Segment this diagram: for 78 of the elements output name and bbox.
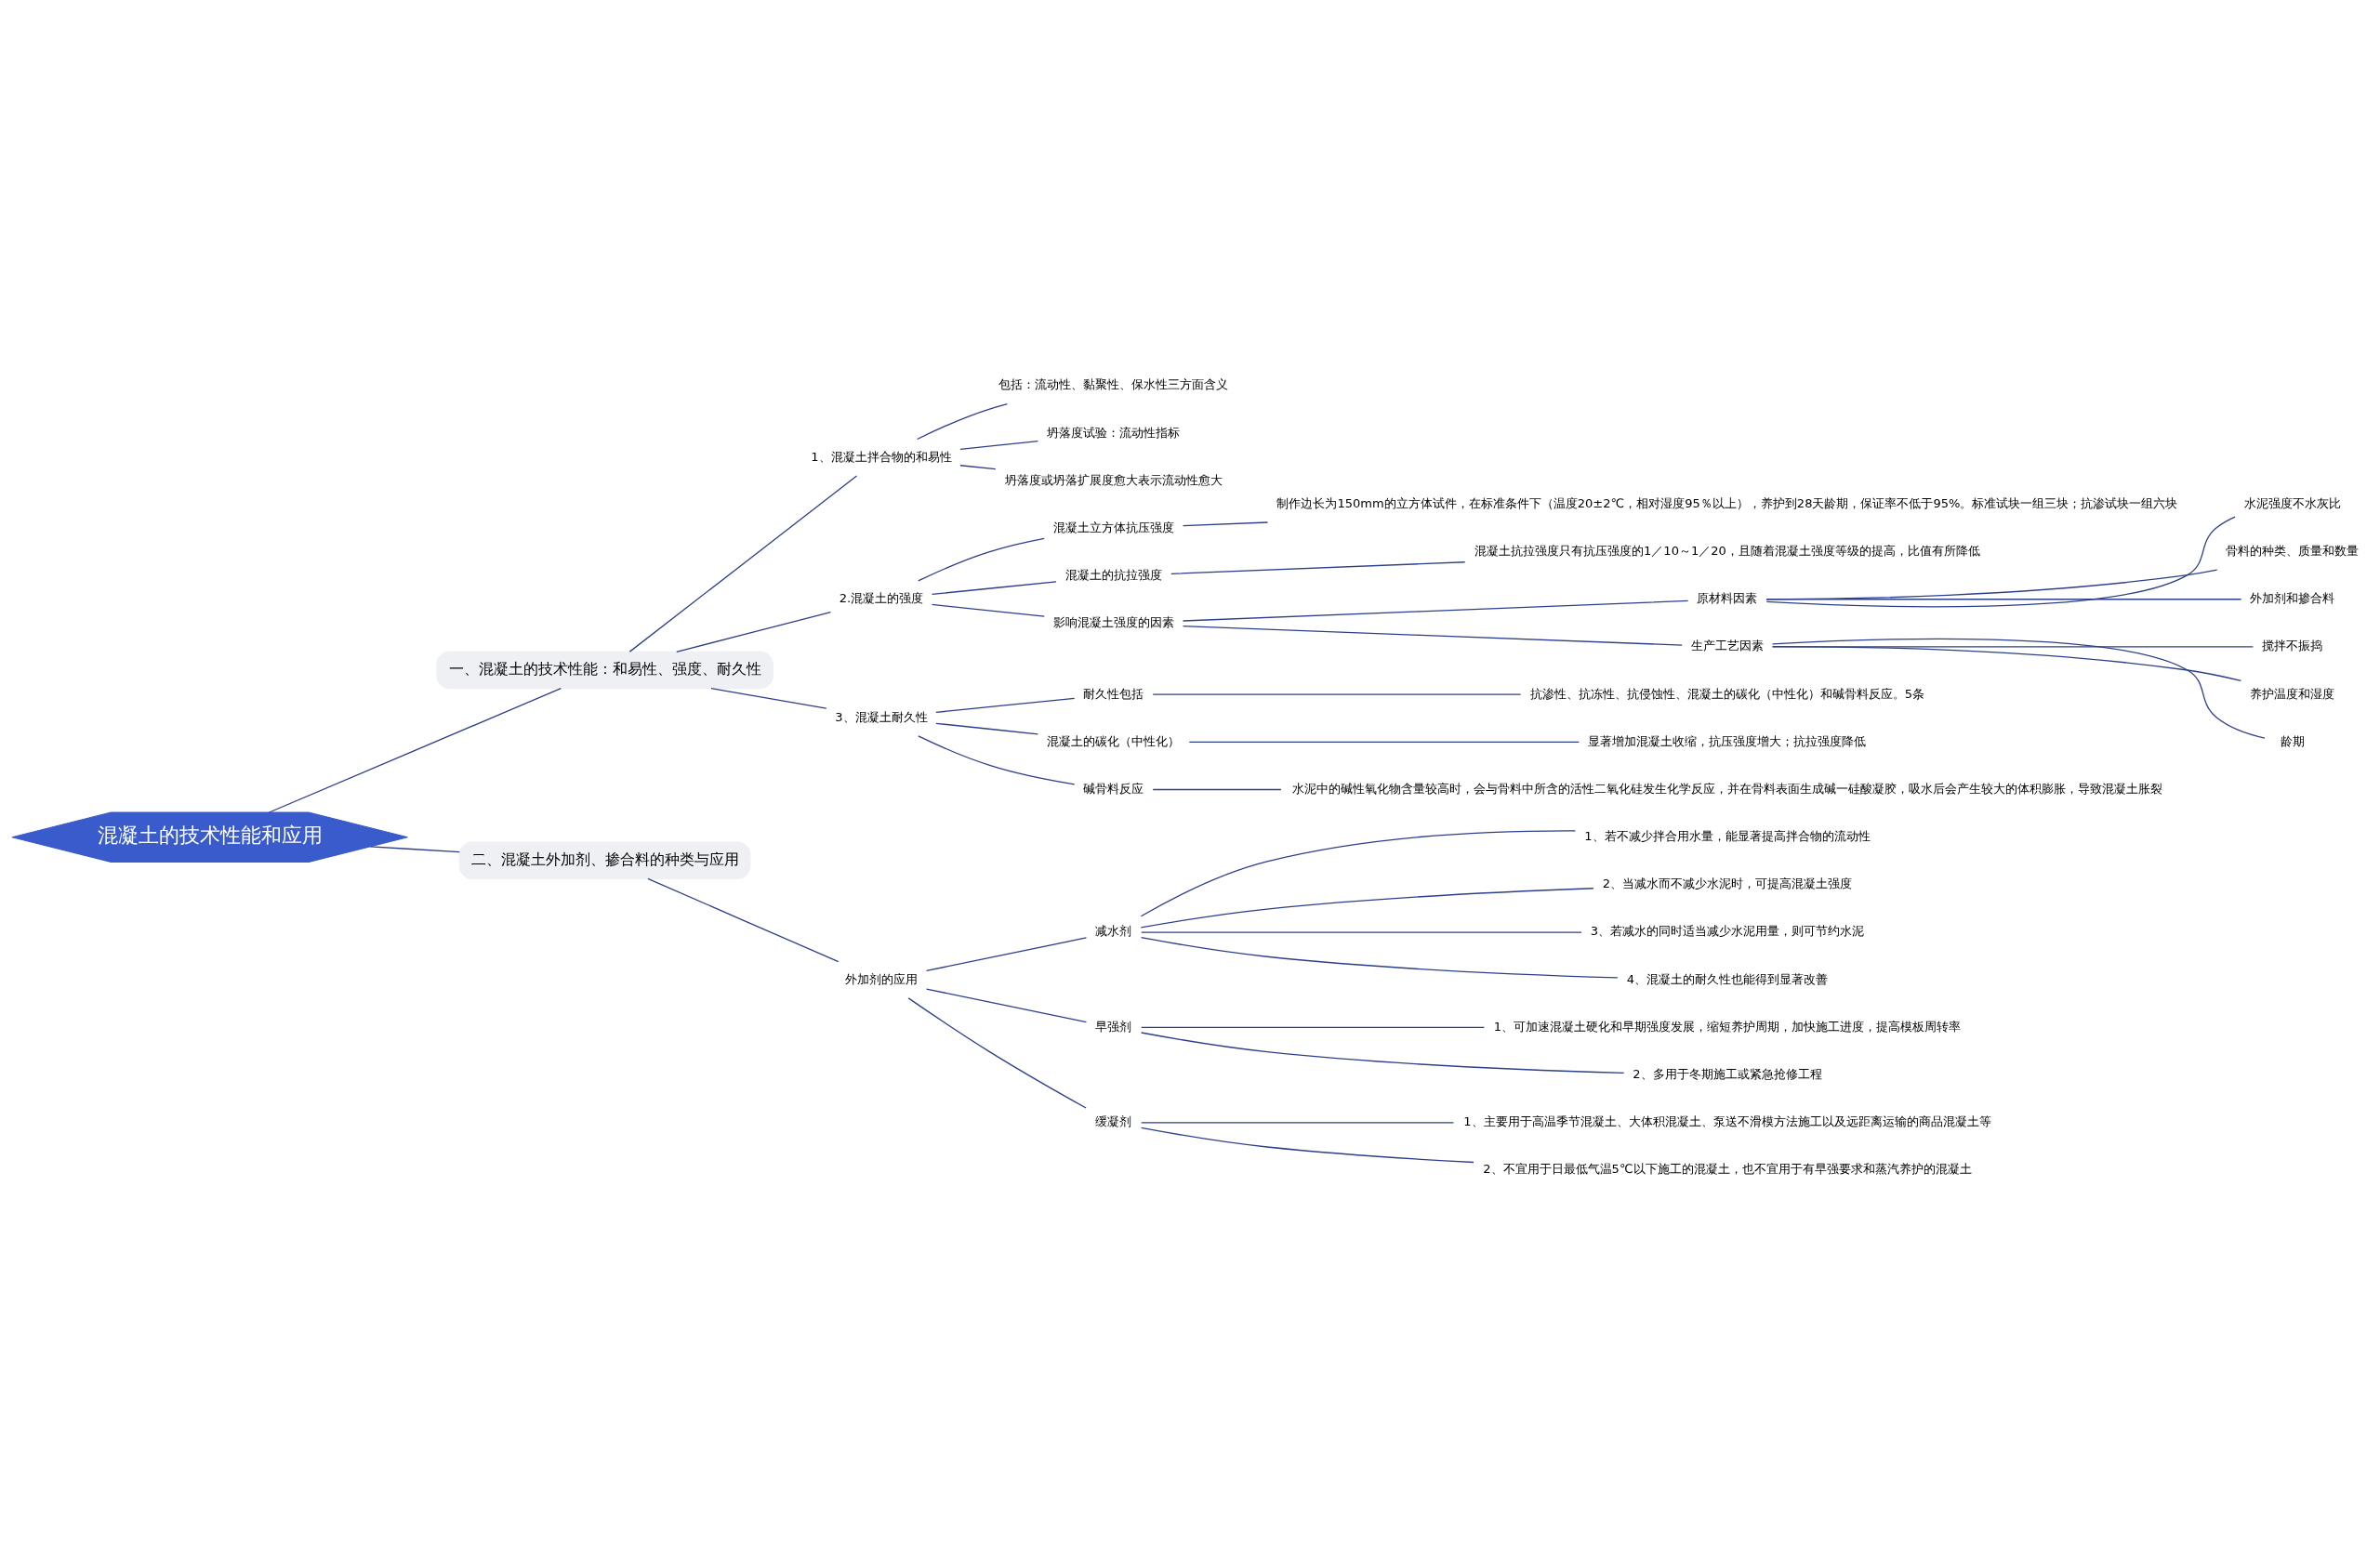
node-text: 3、混凝土耐久性 — [835, 709, 928, 724]
connector — [925, 987, 1088, 1022]
connector — [369, 845, 460, 852]
node-text: 外加剂的应用 — [844, 971, 918, 986]
node-text: 2.混凝土的强度 — [839, 590, 924, 605]
node-text: 碱骨料反应 — [1083, 781, 1144, 796]
connector — [628, 474, 858, 652]
node-text: 包括：流动性、黏聚性、保水性三方面含义 — [998, 376, 1229, 391]
connector — [917, 402, 1009, 440]
node-text: 缓凝剂 — [1095, 1114, 1132, 1128]
connector — [1141, 1026, 1486, 1028]
connector — [918, 734, 1076, 784]
connector — [931, 580, 1057, 595]
connector — [1141, 930, 1582, 933]
node-text: 制作边长为150mm的立方体试件，在标准条件下（温度20±2℃，相对湿度95％以上），养护到28天龄期，保证率不低于95%。标准试块一组三块；抗渗试块一组六块 — [1276, 495, 2178, 510]
connector — [1170, 560, 1466, 574]
node-text: 1、可加速混凝土硬化和早期强度发展，缩短养护周期，加快施工进度，提高模板周转率 — [1493, 1019, 1962, 1034]
node-text: 2、当减水而不减少水泥时，可提高混凝土强度 — [1602, 876, 1853, 890]
connector — [1771, 645, 2254, 648]
node-text: 1、主要用于高温季节混凝土、大体积混凝土、泵送不滑模方法施工以及远距离运输的商品混凝土等 — [1463, 1114, 1991, 1128]
node-text: 骨料的种类、质量和数量 — [2226, 543, 2360, 558]
node-text: 早强剂 — [1095, 1019, 1132, 1034]
node-text: 混凝土立方体抗压强度 — [1052, 520, 1174, 534]
node-text: 混凝土抗拉强度只有抗压强度的1／10～1／20，且随着混凝土强度等级的提高，比值有所降低 — [1474, 543, 1980, 558]
connector — [959, 440, 1039, 450]
node-text: 2、多用于冬期施工或紧急抢修工程 — [1633, 1066, 1822, 1081]
node-text: 水泥中的碱性氧化物含量较高时，会与骨料中所含的活性二氧化硅发生化学反应，并在骨料表面生成碱一硅酸凝胶，吸水后会产生较大的体积膨胀，导致混凝土胀裂 — [1291, 781, 2162, 796]
connector — [925, 936, 1088, 971]
connector — [1140, 887, 1594, 929]
connector — [268, 687, 562, 813]
connector — [959, 464, 997, 469]
connector — [935, 722, 1039, 734]
node-text: 影响混凝土强度的因素 — [1052, 614, 1174, 629]
connector — [1182, 521, 1269, 526]
node-text: 龄期 — [2280, 733, 2305, 748]
node-text: 1、混凝土拌合物的和易性 — [811, 449, 952, 464]
node-text: 外加剂和掺合料 — [2250, 590, 2335, 605]
connector — [1152, 788, 1282, 790]
connector — [1765, 569, 2218, 600]
connector — [1141, 1121, 1455, 1123]
connector — [1140, 936, 1619, 979]
node-text: 3、若减水的同时适当减少水泥用量，则可节约水泥 — [1590, 923, 1865, 938]
node-text: 耐久性包括 — [1083, 686, 1144, 701]
node-text: 抗渗性、抗冻性、抗侵蚀性、混凝土的碳化（中性化）和碱骨料反应。5条 — [1529, 686, 1925, 701]
node-text: 显著增加混凝土收缩，抗压强度增大；抗拉强度降低 — [1588, 733, 1867, 748]
node-text: 2、不宜用于日最低气温5℃以下施工的混凝土，也不宜用于有早强要求和蒸汽养护的混凝土 — [1483, 1161, 1972, 1176]
node-text: 坍落度或坍落扩展度愈大表示流动性愈大 — [1004, 472, 1223, 487]
connector — [1140, 1127, 1474, 1163]
node-text: 减水剂 — [1095, 923, 1132, 938]
connector — [918, 537, 1045, 582]
connector — [1182, 625, 1683, 646]
node-text: 1、若不减少拌合用水量，能显著提高拌合物的流动性 — [1584, 828, 1871, 843]
node-text: 搅拌不振捣 — [2262, 638, 2323, 652]
connector — [1182, 600, 1689, 622]
node-text: 生产工艺因素 — [1690, 638, 1764, 652]
connector — [1765, 598, 2242, 600]
node-text: 原材料因素 — [1697, 590, 1758, 605]
connector — [907, 996, 1087, 1109]
node-box: 二、混凝土外加剂、掺合料的种类与应用 — [458, 841, 751, 879]
node-text: 养护温度和湿度 — [2250, 686, 2335, 701]
connector — [1765, 515, 2236, 607]
connector — [1140, 1031, 1625, 1074]
connector — [1152, 693, 1522, 695]
node-text: 水泥强度不水灰比 — [2243, 495, 2341, 510]
connector — [1771, 638, 2266, 739]
node-text: 混凝土的抗拉强度 — [1064, 567, 1162, 582]
connector — [931, 603, 1045, 617]
node-text: 4、混凝土的耐久性也能得到显著改善 — [1626, 971, 1829, 986]
node-text: 坍落度试验：流动性指标 — [1047, 425, 1181, 440]
node-box: 一、混凝土的技术性能：和易性、强度、耐久性 — [436, 651, 774, 689]
connector — [647, 877, 840, 962]
connector — [1140, 829, 1577, 916]
connector — [710, 687, 827, 709]
connector — [935, 697, 1076, 713]
connector — [1771, 645, 2242, 681]
connector — [1188, 741, 1580, 743]
node-text: 混凝土的碳化（中性化） — [1047, 733, 1181, 748]
connector — [676, 611, 832, 652]
